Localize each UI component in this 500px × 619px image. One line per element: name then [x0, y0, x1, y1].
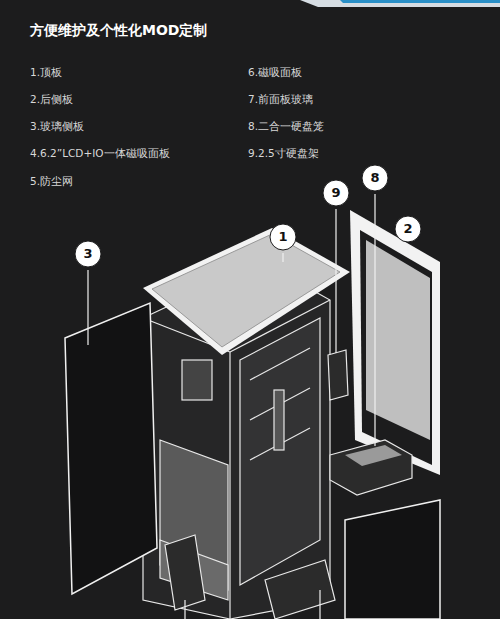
part-name: 7.前面板玻璃 [248, 93, 313, 107]
part-name: 2.后侧板 [30, 93, 73, 107]
part-name: 1.顶板 [30, 66, 62, 80]
title: 方便维护及个性化MOD定制 [30, 22, 207, 40]
part-name: 8.二合一硬盘笼 [248, 120, 324, 134]
part-name: 3.玻璃侧板 [30, 120, 84, 134]
callout-circle [75, 165, 421, 267]
part-name: 9.2.5寸硬盘架 [248, 147, 319, 161]
front-panel-glass [345, 500, 440, 619]
header-strip [340, 0, 500, 3]
magnetic-panel [265, 560, 335, 619]
glass-side-panel [65, 303, 157, 594]
callout-number: 1 [271, 225, 295, 249]
hdd-cage [330, 440, 412, 495]
ssd-bracket [328, 350, 348, 400]
top-panel [143, 228, 350, 355]
part-name: 5.防尘网 [30, 175, 73, 189]
lcd-io-panel [165, 535, 205, 610]
rear-side-panel [360, 230, 432, 465]
callout-number: 3 [76, 242, 100, 266]
part-name: 6.磁吸面板 [248, 66, 302, 80]
leader-line [88, 194, 408, 619]
callout-number: 2 [396, 217, 420, 241]
callout-number: 9 [324, 181, 348, 205]
rear-side-panel [350, 210, 440, 475]
top-panel [152, 234, 340, 347]
header-strip [300, 0, 500, 7]
part-name: 4.6.2”LCD+IO一体磁吸面板 [30, 147, 170, 161]
callout-number: 8 [363, 166, 387, 190]
